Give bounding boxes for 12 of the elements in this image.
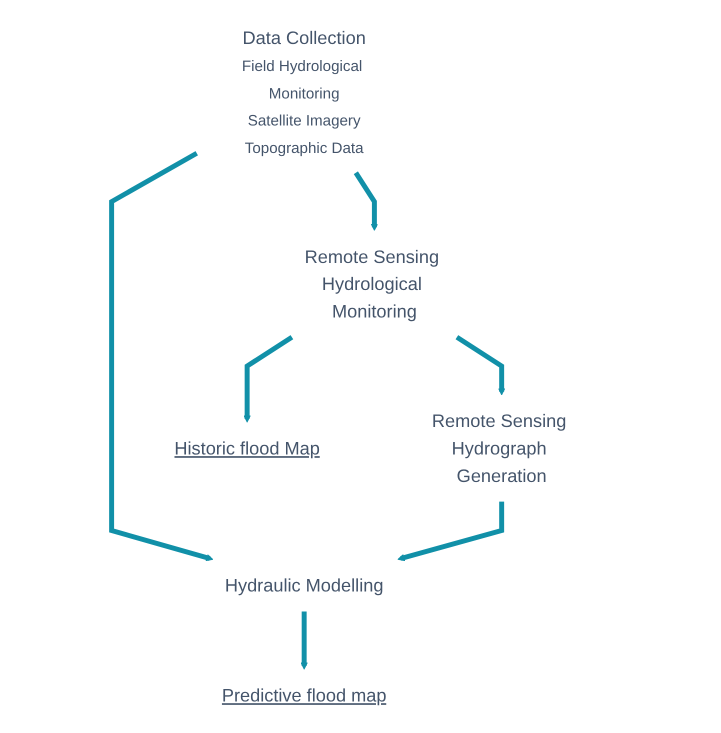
node-text: Hydraulic Modelling [225, 575, 384, 596]
node-text: Predictive flood map [222, 685, 387, 706]
arrow [109, 151, 214, 562]
arrow [300, 611, 308, 670]
node-text: Data Collection Field Hydrological Monitoring Satellite Imagery Topographic Data [242, 27, 366, 156]
node-text: Remote Sensing Hydrological Monitoring [304, 246, 440, 322]
node-text: Historic flood Map [174, 438, 320, 459]
arrow [398, 502, 504, 562]
arrow [244, 335, 294, 423]
node-text: Remote Sensing Hydrograph Generation [432, 410, 566, 486]
arrow [354, 171, 378, 231]
arrow [456, 335, 506, 396]
